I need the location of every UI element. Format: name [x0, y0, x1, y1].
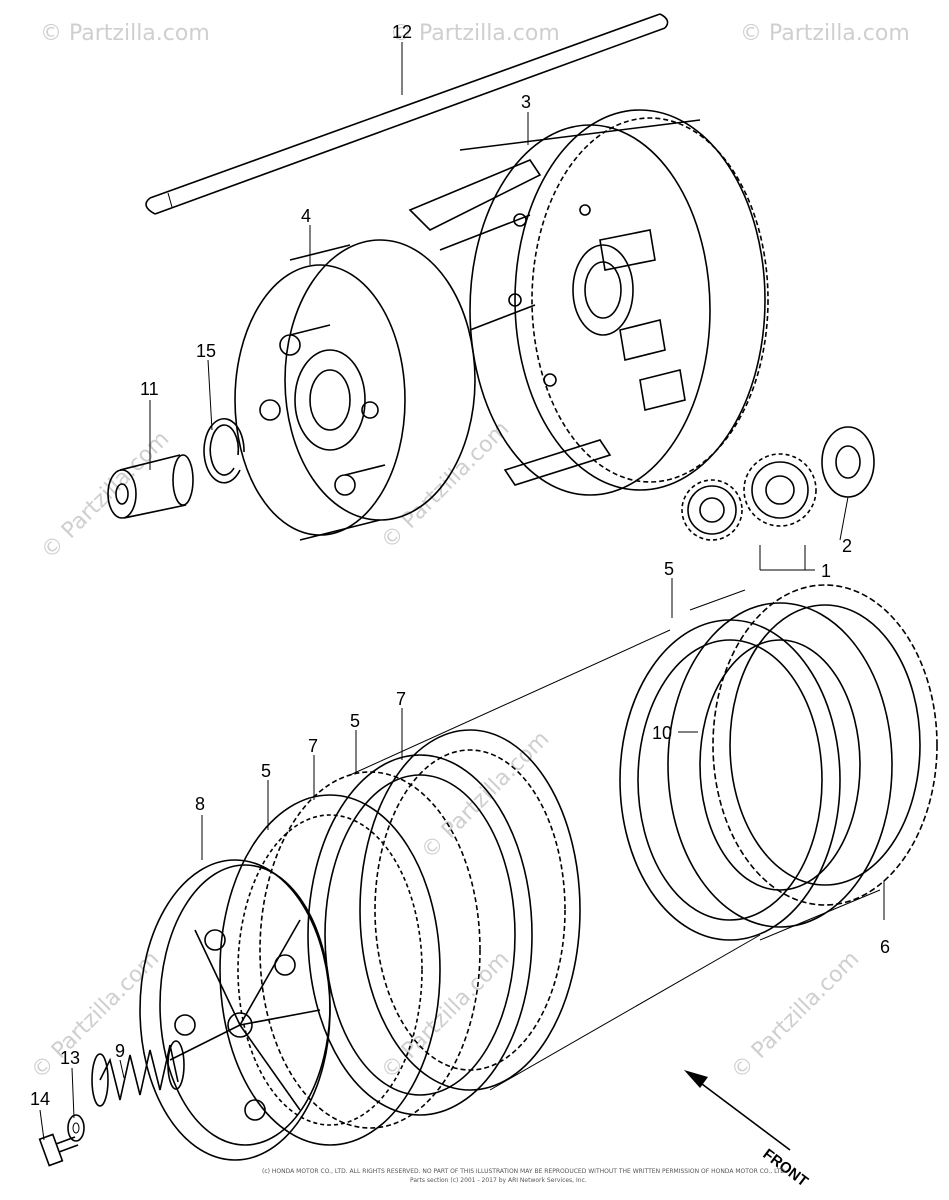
callout-15: 15: [196, 341, 216, 361]
copyright-line-1: (c) HONDA MOTOR CO., LTD. ALL RIGHTS RES…: [262, 1168, 787, 1175]
part-12-pushrod: [145, 13, 669, 215]
callout-5-right: 5: [664, 559, 674, 579]
part-8-pressure-plate: [139, 859, 331, 1161]
callout-14: 14: [30, 1089, 50, 1109]
part-9-spring: [91, 1040, 185, 1107]
watermark-lower-center: © Partzilla.com: [417, 727, 555, 865]
callouts: 1 2 3 4 5 5 5 6 7 7 8 9 10 11 12 13 14 1…: [30, 22, 890, 1109]
callout-3: 3: [521, 92, 531, 112]
watermark-top-right: © Partzilla.com: [740, 21, 910, 46]
watermark-mid-left: © Partzilla.com: [37, 427, 175, 565]
part-3-clutch-outer: [408, 109, 769, 496]
watermark-top-center: © Partzilla.com: [390, 21, 560, 46]
part-14-bolt: [38, 1133, 79, 1167]
part-1-drive-gears: [681, 453, 817, 541]
watermark-top-left: © Partzilla.com: [40, 21, 210, 46]
callout-7-right: 7: [396, 689, 406, 709]
callout-5-mid: 5: [350, 711, 360, 731]
part-13-washer: [67, 1114, 85, 1142]
callout-8: 8: [195, 794, 205, 814]
front-arrow-icon: [684, 1070, 708, 1088]
watermark-bottom-center: © Partzilla.com: [377, 947, 515, 1085]
callout-2: 2: [842, 536, 852, 556]
callout-11: 11: [140, 379, 159, 399]
right-plate-stack: [619, 584, 938, 941]
callout-9: 9: [115, 1041, 125, 1061]
part-4-clutch-center: [234, 239, 476, 541]
callout-4: 4: [301, 206, 311, 226]
callout-7-left: 7: [308, 736, 318, 756]
part-2-washer: [821, 426, 875, 498]
callout-13: 13: [60, 1048, 80, 1068]
left-plate-stack: [219, 629, 761, 1146]
leader-lines: [39, 42, 885, 1141]
callout-10: 10: [652, 723, 672, 743]
copyright-block: (c) HONDA MOTOR CO., LTD. ALL RIGHTS RES…: [262, 1168, 787, 1184]
callout-1: 1: [821, 561, 831, 581]
watermark-mid-center: © Partzilla.com: [377, 417, 515, 555]
callout-6: 6: [880, 937, 890, 957]
callout-12: 12: [392, 22, 412, 42]
watermark-bottom-right: © Partzilla.com: [727, 947, 865, 1085]
part-15-snap-ring: [203, 417, 245, 484]
copyright-line-2: Parts section (c) 2001 - 2017 by ARI Net…: [410, 1177, 587, 1184]
callout-5-left: 5: [261, 761, 271, 781]
